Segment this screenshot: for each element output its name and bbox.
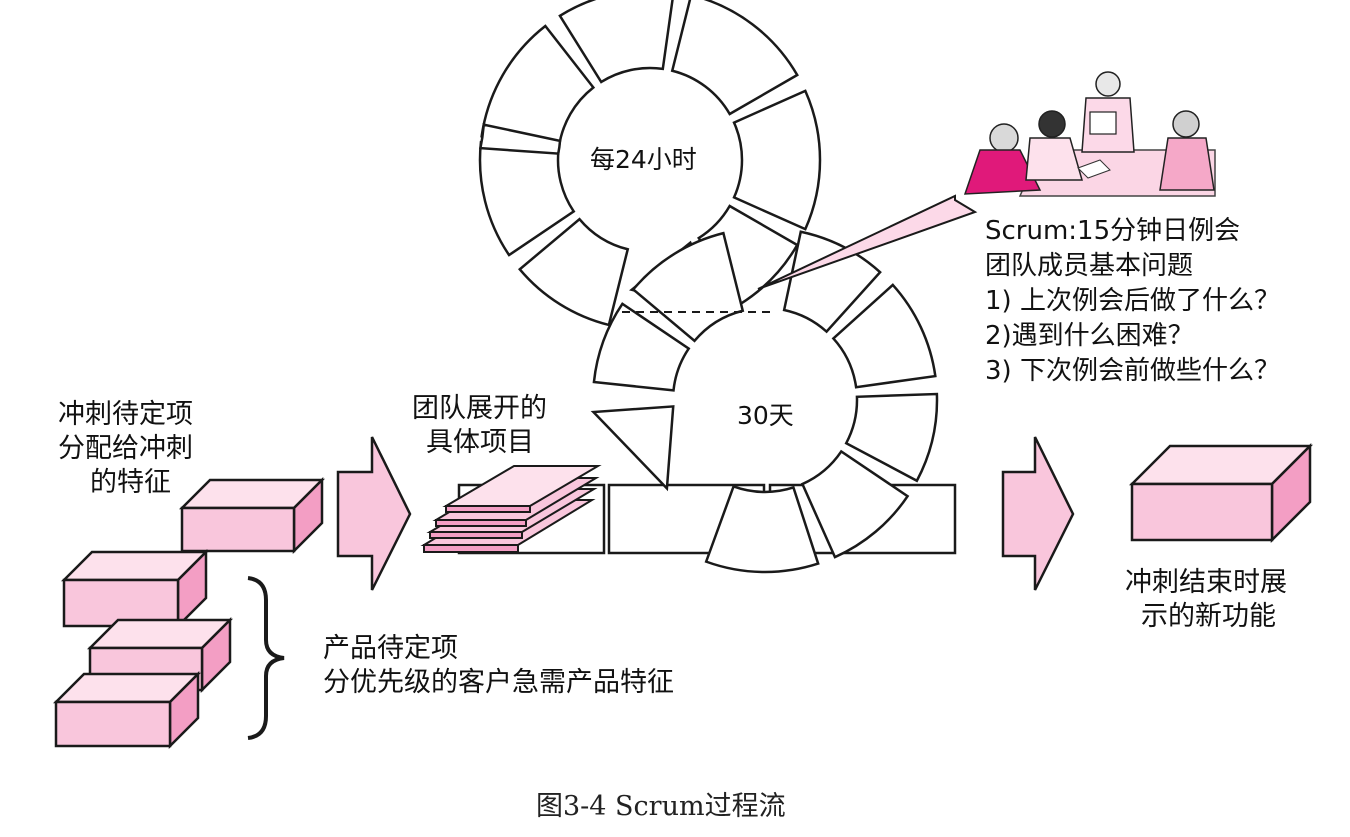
figure-caption: 图3-4 Scrum过程流	[536, 791, 786, 822]
scrum-meeting-line-5: 3) 下次例会前做些什么？	[985, 356, 1280, 386]
sprint-cycle-segment-3	[844, 392, 939, 483]
daily-cycle-ring	[478, 0, 822, 327]
sprint-cycle-segment-2	[831, 283, 937, 389]
flow-arrow-2	[1001, 436, 1075, 591]
product-backlog-box-3	[52, 670, 202, 750]
team-tasks-line-2: 具体项目	[426, 427, 534, 458]
person-1-head	[989, 123, 1019, 153]
team-task-stack	[420, 465, 602, 553]
backlog-boxes	[52, 442, 1314, 750]
scrum-cycles	[478, 0, 939, 574]
person-4-body	[1159, 137, 1215, 191]
person-3-head	[1095, 71, 1121, 97]
sprint-result-label: 冲刺结束时展 示的新功能	[1125, 566, 1287, 634]
person-2-head	[1038, 110, 1066, 138]
sprint-result-line-1: 冲刺结束时展	[1125, 567, 1287, 598]
sprint-backlog-label: 冲刺待定项 分配给冲刺 的特征	[58, 398, 193, 500]
sprint-backlog-line-1: 冲刺待定项	[58, 399, 193, 430]
daily-cycle-segment-3	[670, 0, 799, 116]
sprint-cycle-segment-7	[631, 231, 745, 343]
daily-cycle-segment-1	[480, 24, 596, 149]
sprint-backlog-box-front	[180, 506, 296, 553]
scrum-meeting-line-1: Scrum:15分钟日例会	[985, 216, 1241, 246]
daily-cycle-segment-6	[518, 217, 630, 327]
sprint-cycle-arrow	[590, 405, 675, 492]
person-4-head	[1172, 110, 1200, 138]
product-backlog-brace	[247, 576, 285, 740]
task-sheet-4-edge	[423, 544, 519, 553]
sprint-backlog-line-2: 分配给冲刺	[58, 433, 193, 464]
product-backlog-label: 产品待定项 分优先级的客户急需产品特征	[323, 632, 674, 700]
person-2-body	[1025, 137, 1083, 181]
product-backlog-line-2: 分优先级的客户急需产品特征	[323, 667, 674, 698]
sprint-cycle-label: 30天	[737, 401, 794, 430]
flow-arrow-1	[336, 436, 412, 591]
product-backlog-line-1: 产品待定项	[323, 633, 458, 664]
sprint-result-line-2: 示的新功能	[1141, 601, 1276, 632]
sprint-backlog-box	[178, 476, 326, 555]
task-sheet-2-edge	[435, 519, 527, 527]
daily-scrum-meeting-illustration	[963, 71, 1216, 197]
scrum-meeting-line-4: 2)遇到什么困难？	[985, 321, 1194, 351]
daily-cycle-segment-4	[732, 89, 822, 231]
scrum-meeting-label: Scrum:15分钟日例会 团队成员基本问题 1) 上次例会后做了什么？ 2)遇…	[985, 214, 1280, 389]
task-sheet-3-edge	[429, 531, 523, 539]
person-3-clipboard	[1089, 111, 1117, 135]
task-sheet-1-edge	[445, 505, 531, 513]
scrum-meeting-line-2: 团队成员基本问题	[985, 251, 1194, 281]
product-backlog-box-3-front	[54, 700, 172, 748]
sprint-cycle-segment-1	[782, 230, 882, 334]
team-tasks-line-1: 团队展开的	[412, 393, 547, 424]
table-papers	[1077, 159, 1111, 179]
sprint-cycle-segment-6	[592, 302, 691, 392]
sprint-cycle-segment-5	[704, 484, 820, 574]
daily-cycle-label: 每24小时	[590, 145, 697, 174]
sprint-result-box-front	[1130, 482, 1274, 542]
sprint-cycle-segment-4	[800, 449, 910, 559]
meeting-callout	[757, 194, 978, 290]
sprint-cycle-ring	[590, 230, 939, 574]
team-tasks-label: 团队展开的 具体项目	[412, 392, 547, 460]
person-1-body	[963, 149, 1042, 195]
sprint-backlog-line-3: 的特征	[90, 467, 171, 498]
daily-cycle-segment-2	[558, 0, 674, 84]
product-backlog-box-1	[60, 548, 210, 630]
daily-cycle-segment-8	[478, 123, 562, 155]
sprint-result-box	[1128, 442, 1314, 544]
scrum-meeting-line-3: 1) 上次例会后做了什么？	[985, 286, 1280, 316]
